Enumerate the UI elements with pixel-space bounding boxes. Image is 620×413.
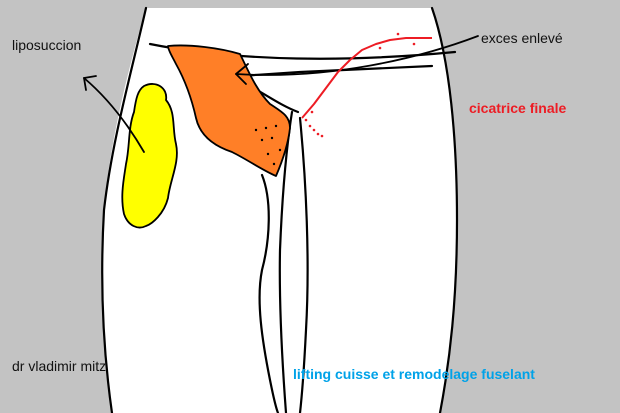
body-silhouette	[102, 8, 457, 413]
excess-removed-zone	[167, 44, 291, 177]
final-scar-line	[301, 37, 432, 119]
excess-arrowhead	[235, 63, 249, 85]
author-label: dr vladimir mitz	[12, 358, 107, 374]
outline-strokes	[101, 6, 459, 413]
inner-thigh-seam	[278, 110, 294, 413]
inner-thigh-contour	[258, 173, 280, 413]
scar-dots	[304, 32, 416, 138]
right-body-outline	[430, 6, 459, 413]
liposuction-zone	[121, 83, 178, 229]
liposuccion-label: liposuccion	[12, 37, 82, 53]
right-leg-inner-contour	[298, 116, 309, 413]
excess-arrow	[235, 35, 479, 76]
final-scar-label: cicatrice finale	[469, 100, 567, 116]
excess-dots	[254, 124, 282, 166]
liposuccion-arrowhead	[83, 75, 97, 91]
caption-label: lifting cuisse et remodelage fuselant	[293, 366, 535, 382]
excess-removed-label: exces enlevé	[481, 30, 563, 46]
liposuccion-arrow	[83, 77, 145, 153]
arrows	[83, 35, 479, 153]
left-body-outline	[101, 6, 148, 413]
